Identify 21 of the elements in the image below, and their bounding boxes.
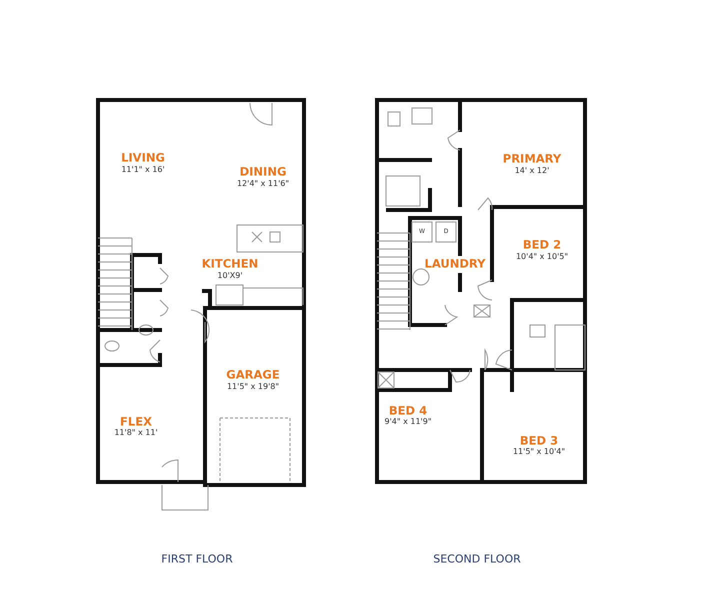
room-dimension: 11'8" x 11' <box>114 429 158 437</box>
room-dimension: 11'5" x 19'8" <box>226 383 280 391</box>
room-label: PRIMARY <box>502 153 562 165</box>
room-label: BED 3 <box>520 435 558 447</box>
room-dimension: 10'4" x 10'5" <box>516 253 568 261</box>
room-dimension: 11'1" x 16' <box>121 166 165 174</box>
room-dimension: 10'X9' <box>217 272 243 280</box>
room-label: FLEX <box>120 416 152 428</box>
room-label: LAUNDRY <box>424 258 486 270</box>
room-label: GARAGE <box>226 369 280 381</box>
floor-caption: SECOND FLOOR <box>433 554 521 564</box>
room-dimension: 14' x 12' <box>514 167 550 175</box>
room-dimension: 9'4" x 11'9" <box>384 418 432 426</box>
room-label: BED 4 <box>388 405 428 417</box>
room-label: DINING <box>240 166 286 178</box>
room-dimension: 12'4" x 11'6" <box>236 180 290 188</box>
room-label: KITCHEN <box>202 258 258 270</box>
room-label: BED 2 <box>522 239 562 251</box>
room-dimension: 11'5" x 10'4" <box>512 448 566 456</box>
room-label: LIVING <box>121 152 165 164</box>
floor-caption: FIRST FLOOR <box>161 554 233 564</box>
